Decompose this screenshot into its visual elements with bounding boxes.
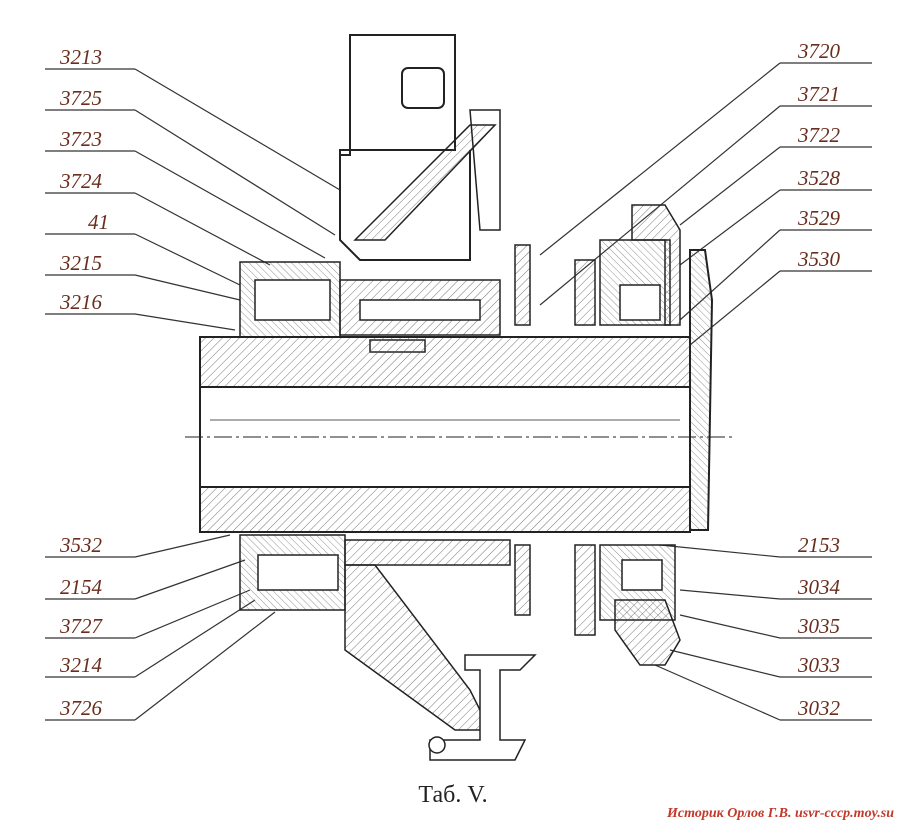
label-3727: 3727 <box>60 614 102 638</box>
label-2154: 2154 <box>60 575 102 599</box>
upper-arm <box>353 124 497 241</box>
label-3034: 3034 <box>798 575 840 599</box>
label-3214: 3214 <box>60 653 102 677</box>
motor-housing <box>339 34 471 261</box>
label-3530: 3530 <box>798 247 840 271</box>
label-3720: 3720 <box>798 39 840 63</box>
lower-bolt <box>428 736 446 754</box>
label-3033: 3033 <box>798 653 840 677</box>
label-3528: 3528 <box>798 166 840 190</box>
lower-hub <box>239 534 681 666</box>
table-caption: Таб. V. <box>418 782 488 808</box>
upper-hub <box>239 204 681 353</box>
main-shaft <box>185 249 735 533</box>
label-3725: 3725 <box>60 86 102 110</box>
label-41: 41 <box>88 210 109 234</box>
lower-arm <box>344 564 492 731</box>
label-3722: 3722 <box>798 123 840 147</box>
left-leader-lines <box>45 68 341 721</box>
lower-bracket <box>429 654 537 761</box>
label-3723: 3723 <box>60 127 102 151</box>
label-3216: 3216 <box>60 290 102 314</box>
label-2153: 2153 <box>798 533 840 557</box>
label-3721: 3721 <box>798 82 840 106</box>
label-3213: 3213 <box>60 45 102 69</box>
label-3215: 3215 <box>60 251 102 275</box>
upper-arm-2 <box>469 109 501 231</box>
credit-watermark: Историк Орлов Г.В. usvr-cccp.moy.su <box>667 806 894 821</box>
label-3724: 3724 <box>60 169 102 193</box>
label-3532: 3532 <box>60 533 102 557</box>
label-3032: 3032 <box>798 696 840 720</box>
right-leader-lines <box>539 62 872 721</box>
label-3035: 3035 <box>798 614 840 638</box>
label-3529: 3529 <box>798 206 840 230</box>
label-3726: 3726 <box>60 696 102 720</box>
